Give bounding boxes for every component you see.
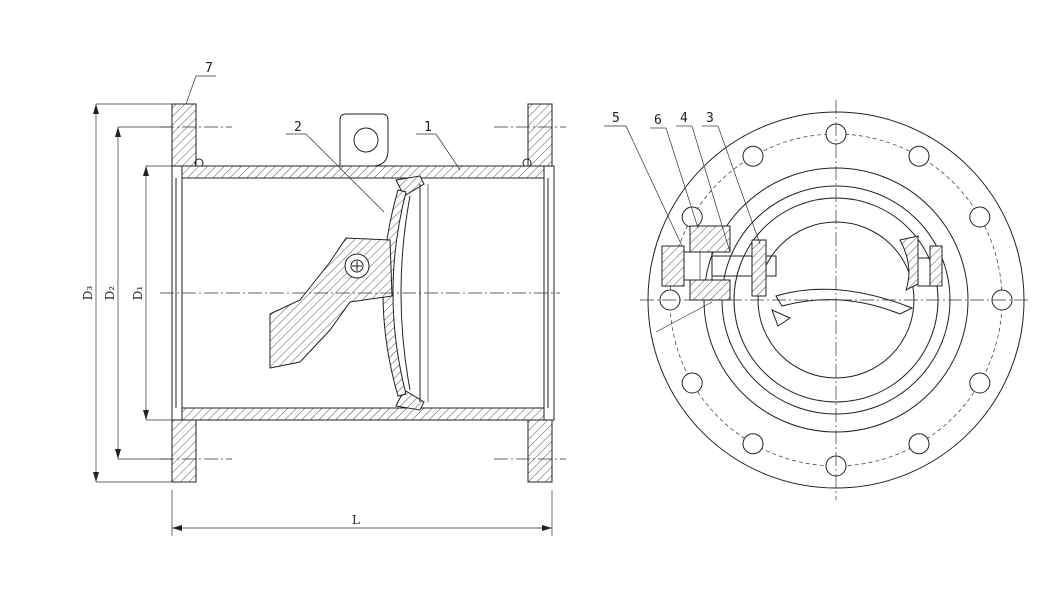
bolt-hole [908,433,930,455]
callout-3: 3 [706,111,714,126]
lifting-lug [339,113,389,167]
callout-1: 1 [424,120,432,135]
dim-d3-label: D₃ [81,286,95,301]
dim-d2-label: D₂ [103,286,117,301]
callout-6: 6 [654,113,662,128]
bolt-hole [742,433,764,455]
dim-length-label: L [352,513,360,527]
dim-d1-label: D₁ [131,286,145,300]
disc-arm [269,237,393,369]
valve-body [175,165,549,421]
section-leaders [185,75,461,213]
end-view: 5 6 4 3 [604,100,1030,500]
callout-7: 7 [205,61,213,76]
dimension-lines [93,103,553,536]
callout-4: 4 [680,111,688,126]
callout-5: 5 [612,111,620,126]
hinge-pin-assembly [661,225,777,301]
bolt-hole [969,206,991,228]
end-view-leaders [604,125,761,333]
bolt-hole [742,145,764,167]
bolt-hole [681,372,703,394]
callout-2: 2 [294,120,302,135]
bolt-hole [908,145,930,167]
disc-edge-view [771,235,943,327]
bolt-hole [969,372,991,394]
left-flange [171,103,204,483]
section-view: D₃ D₂ D₁ L 7 2 1 [81,61,566,536]
